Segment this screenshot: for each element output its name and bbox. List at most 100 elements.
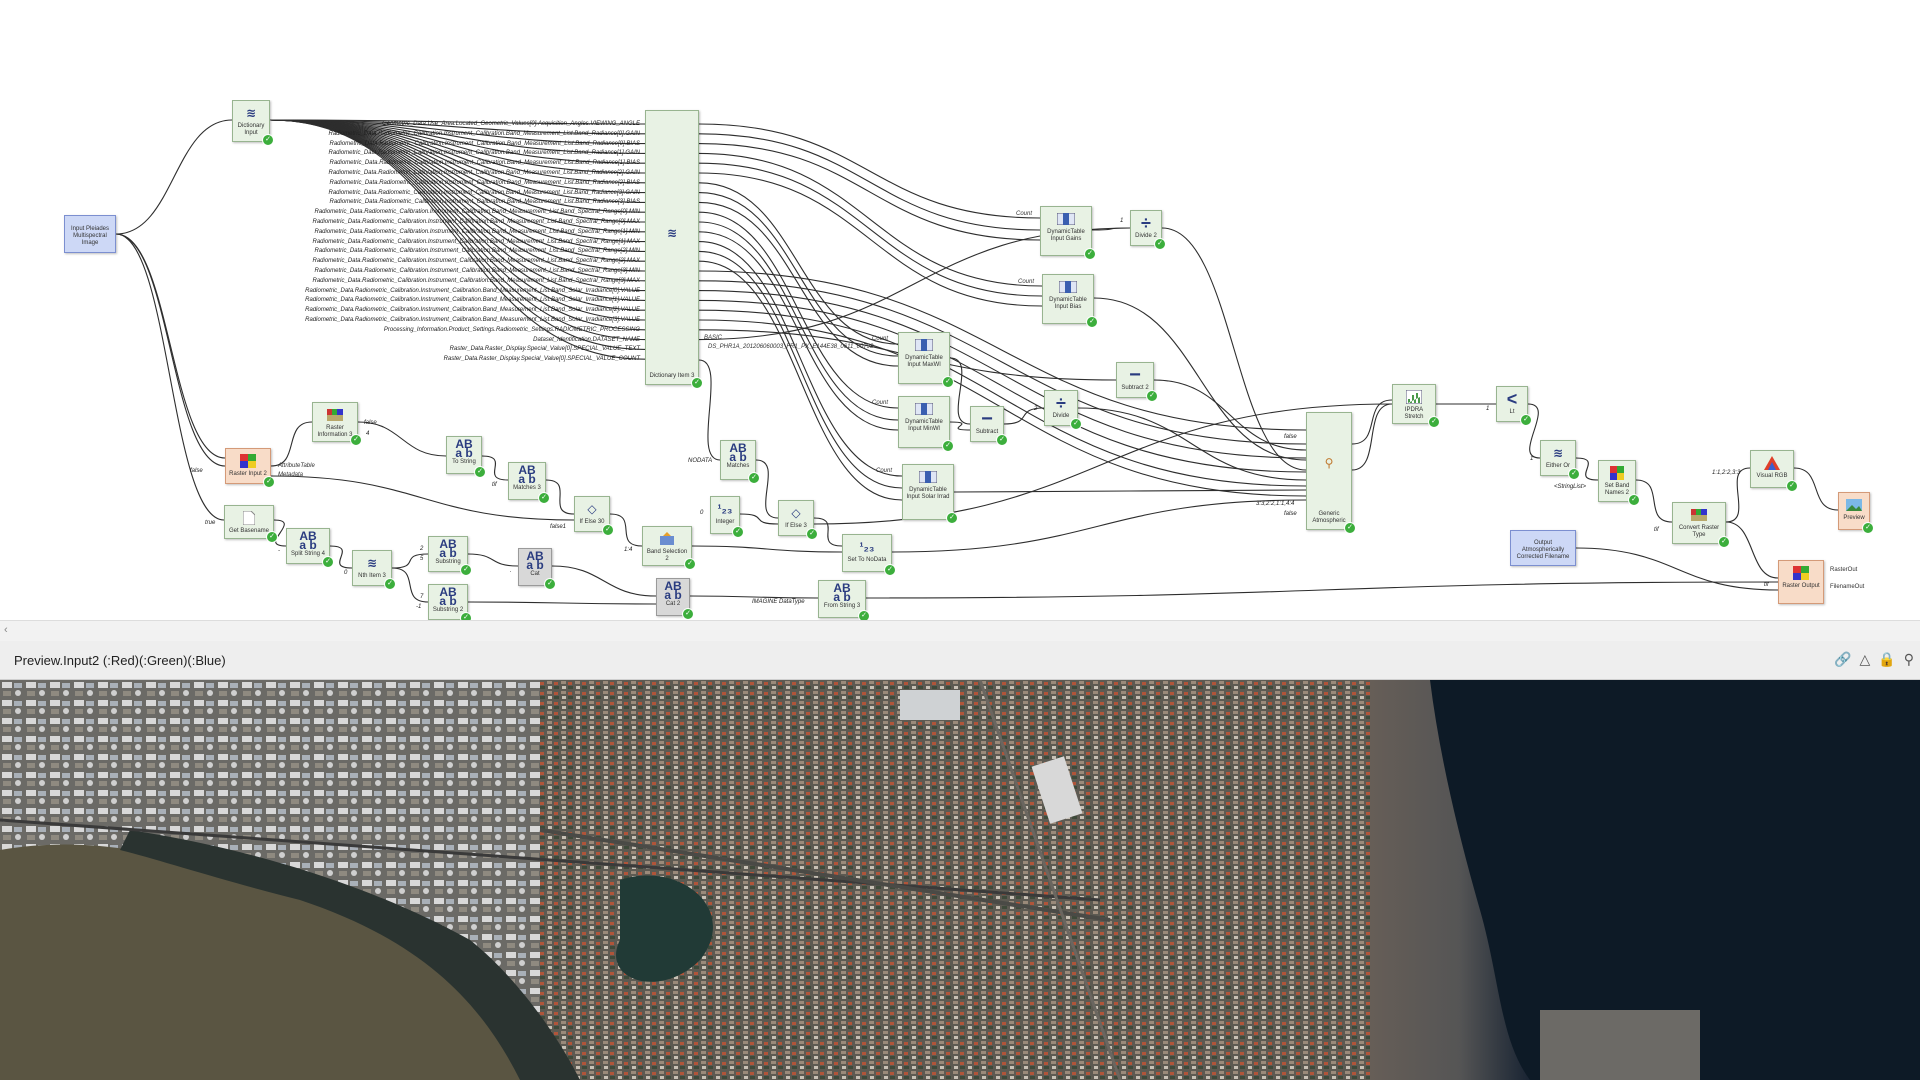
status-ok-icon: ✓ — [350, 434, 362, 446]
connection-line — [698, 201, 899, 367]
node-label: If Else 30 — [579, 519, 605, 525]
warning-icon[interactable]: △ — [1859, 651, 1871, 667]
status-ok-icon: ✓ — [1084, 248, 1096, 260]
status-ok-icon: ✓ — [1086, 316, 1098, 328]
raster-icon — [1606, 464, 1628, 482]
dictionary-item-node[interactable]: ≋ Dictionary Item 3 ✓ — [645, 110, 703, 389]
preview-image-viewer[interactable] — [0, 680, 1920, 1080]
connection-line — [755, 459, 779, 519]
node-label: DynamicTable Input Bias — [1049, 297, 1087, 310]
convert-raster-type-node[interactable]: Convert Raster Type ✓ — [1672, 502, 1730, 548]
port-true: true — [205, 520, 216, 526]
raster-input-node[interactable]: Raster Input 2 ✓ — [225, 448, 275, 488]
preview-icon — [1843, 496, 1865, 514]
model-canvas[interactable]: Input Pleiades Multispectral Image ≋ Dic… — [0, 100, 1920, 620]
node-label: Preview — [1843, 515, 1865, 521]
set-band-names-node[interactable]: Set Band Names 2 ✓ — [1598, 460, 1640, 506]
horizontal-scrollbar[interactable]: ‹ — [0, 620, 1920, 641]
link-icon[interactable]: 🔗 — [1834, 651, 1852, 667]
preview-node[interactable]: Preview ✓ — [1838, 492, 1874, 534]
connection-line — [698, 221, 899, 421]
input-pleiades-node[interactable]: Input Pleiades Multispectral Image — [64, 215, 116, 253]
raster-output-node[interactable]: Raster Output — [1778, 560, 1824, 604]
node-label: Output Atmospherically Corrected Filenam… — [1516, 539, 1570, 560]
connection-line — [1077, 407, 1307, 481]
set-to-nodata-node[interactable]: ¹₂₃ Set To NoData ✓ — [842, 534, 896, 576]
dyntable-bias-node[interactable]: DynamicTable Input Bias ✓ — [1042, 274, 1098, 328]
ipdra-stretch-node[interactable]: IPDRA Stretch ✓ — [1392, 384, 1440, 428]
port-tif-b: tif — [1654, 527, 1659, 533]
get-basename-node[interactable]: Get Basename ✓ — [224, 505, 278, 543]
status-ok-icon: ✓ — [1718, 536, 1730, 548]
node-label: Matches 3 — [513, 485, 541, 491]
connection-line — [813, 517, 843, 547]
else30-node[interactable]: ◇ If Else 30 ✓ — [574, 496, 614, 536]
dictionary-key-label: Radiometric_Data.Radiometric_Calibration… — [329, 199, 641, 206]
subtract2-node[interactable]: − Subtract 2 ✓ — [1116, 362, 1158, 402]
node-label: IPDRA Stretch — [1404, 407, 1424, 420]
port-tif-a: tif — [492, 482, 497, 488]
lt-node[interactable]: < Lt ✓ — [1496, 386, 1532, 426]
dyntable-maxwl-node[interactable]: DynamicTable Input MaxWl ✓ — [898, 332, 954, 388]
pin-icon[interactable]: ⚲ — [1903, 651, 1914, 667]
status-ok-icon: ✓ — [942, 376, 954, 388]
band-selection-node[interactable]: Band Selection 2 ✓ — [642, 526, 696, 570]
connection-line — [1635, 479, 1673, 523]
node-label: Either Or — [1545, 463, 1570, 469]
chevron-left-icon[interactable]: ‹ — [4, 624, 8, 636]
dictionary-input-node[interactable]: ≋ Dictionary Input ✓ — [232, 100, 274, 146]
visual-rgb-node[interactable]: Visual RGB ✓ — [1750, 450, 1798, 492]
divide-icon: ÷ — [1056, 392, 1066, 413]
dictionary-icon: ≋ — [666, 225, 678, 240]
rgb-icon — [1761, 454, 1783, 472]
dictionary-key-label: Radiometric_Data.Radiometric_Calibration… — [329, 179, 641, 186]
connection-line — [115, 233, 226, 459]
generic-atmospheric-node[interactable]: ⚲ Generic Atmospheric ✓ — [1306, 412, 1356, 534]
status-ok-icon: ✓ — [460, 564, 472, 576]
port-minus-one: -1 — [416, 604, 422, 610]
node-label: Cat 2 — [665, 601, 681, 607]
status-ok-icon: ✓ — [262, 134, 274, 146]
dictionary-key-label: Radiometric_Data.Radiometric_Calibration… — [328, 170, 641, 176]
dictionary-key-label: Raster_Data.Raster_Display.Special_Value… — [449, 346, 640, 353]
raster-info-icon — [1688, 506, 1710, 524]
port-false-4: false — [1284, 511, 1297, 517]
connection-line — [698, 299, 1307, 473]
port-dataset-name: DS_PHR1A_201206060003_FR1_PX_E144E38_061… — [708, 344, 874, 350]
status-ok-icon: ✓ — [682, 608, 694, 620]
integer-icon: ¹₂₃ — [859, 539, 875, 554]
port-one: 1 — [1120, 218, 1124, 224]
status-ok-icon: ✓ — [538, 492, 550, 504]
raster-information-node[interactable]: Raster Information 3 ✓ — [312, 402, 362, 446]
port-false1: false1 — [550, 524, 567, 530]
dyntable-minwl-node[interactable]: DynamicTable Input MinWl ✓ — [898, 396, 954, 452]
dictionary-key-label: Raster_Data.Raster_Display.Special_Value… — [443, 356, 640, 363]
port-count-solar: Count — [876, 468, 893, 474]
either-or-node[interactable]: ≋ Either Or ✓ — [1540, 440, 1580, 480]
satellite-image — [0, 680, 1920, 1080]
divide2-node[interactable]: ÷ Divide 2 ✓ — [1130, 210, 1166, 250]
integer-node[interactable]: ¹₂₃ Integer ✓ — [710, 496, 744, 538]
lock-icon[interactable]: 🔒 — [1878, 651, 1896, 667]
output-filename-node[interactable]: Output Atmospherically Corrected Filenam… — [1510, 530, 1576, 566]
dyntable-gains-node[interactable]: DynamicTable Input Gains ✓ — [1040, 206, 1096, 260]
else3-node[interactable]: ◇ If Else 3 ✓ — [778, 500, 818, 540]
subtract-node[interactable]: − Subtract ✓ — [970, 406, 1008, 446]
port-false: false — [190, 468, 203, 474]
dyntable-solar-node[interactable]: DynamicTable Input Solar Irrad ✓ — [902, 464, 958, 524]
status-ok-icon: ✓ — [263, 476, 275, 488]
node-label: Matches — [726, 463, 750, 469]
node-label: Nth Item 3 — [358, 573, 386, 579]
nth-item-node[interactable]: ≋ Nth Item 3 ✓ — [352, 550, 396, 590]
divide-node[interactable]: ÷ Divide ✓ — [1044, 390, 1082, 430]
